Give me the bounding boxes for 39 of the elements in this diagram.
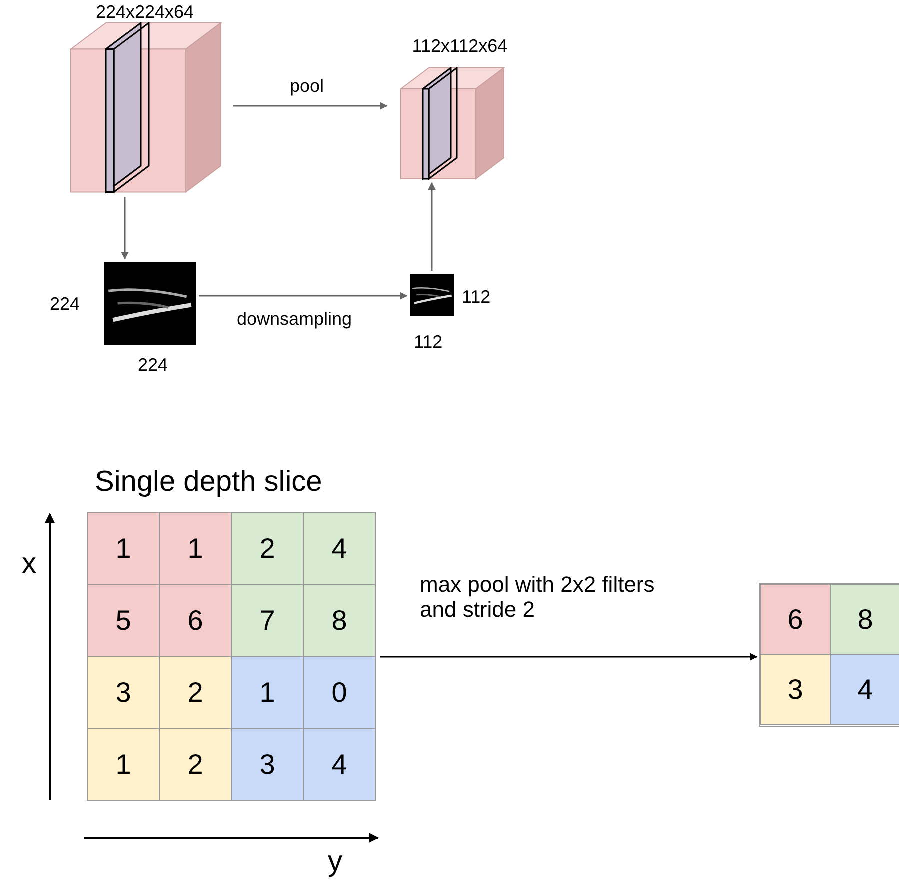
number-cell: 3 (760, 654, 831, 725)
size-label: 224 (138, 355, 168, 376)
number-cell: 0 (303, 656, 376, 729)
size-label: 112 (414, 332, 443, 353)
number-cell: 2 (231, 512, 304, 585)
number-cell: 5 (87, 584, 160, 657)
arrow (428, 182, 436, 271)
number-cell: 4 (303, 512, 376, 585)
number-cell: 2 (159, 656, 232, 729)
number-cell: 2 (159, 728, 232, 801)
activation-slice-image (104, 262, 196, 345)
arrow (121, 197, 129, 260)
size-label: 112 (462, 287, 491, 308)
number-cell: 6 (760, 584, 831, 655)
size-label: 224 (50, 294, 80, 315)
number-cell: 1 (159, 512, 232, 585)
number-cell: 8 (830, 584, 899, 655)
number-cell: 6 (159, 584, 232, 657)
edge-label: downsampling (237, 309, 352, 330)
axis-label: x (22, 548, 36, 581)
arrow (233, 102, 388, 110)
axis-label: y (328, 846, 342, 879)
edge-label: pool (290, 76, 324, 97)
number-cell: 1 (231, 656, 304, 729)
activation-slice-image (410, 274, 454, 316)
number-cell: 4 (830, 654, 899, 725)
volume-size-label: 112x112x64 (411, 36, 509, 57)
pooled-grid (760, 584, 899, 726)
number-cell: 8 (303, 584, 376, 657)
number-cell: 4 (303, 728, 376, 801)
number-cell: 1 (87, 728, 160, 801)
volume-size-label: 224x224x64 (94, 2, 196, 23)
number-cell: 3 (231, 728, 304, 801)
arrow (199, 292, 408, 300)
arrow (380, 653, 758, 661)
number-cell: 7 (231, 584, 304, 657)
number-cell: 1 (87, 512, 160, 585)
grid-title: Single depth slice (95, 466, 324, 499)
number-cell: 3 (87, 656, 160, 729)
